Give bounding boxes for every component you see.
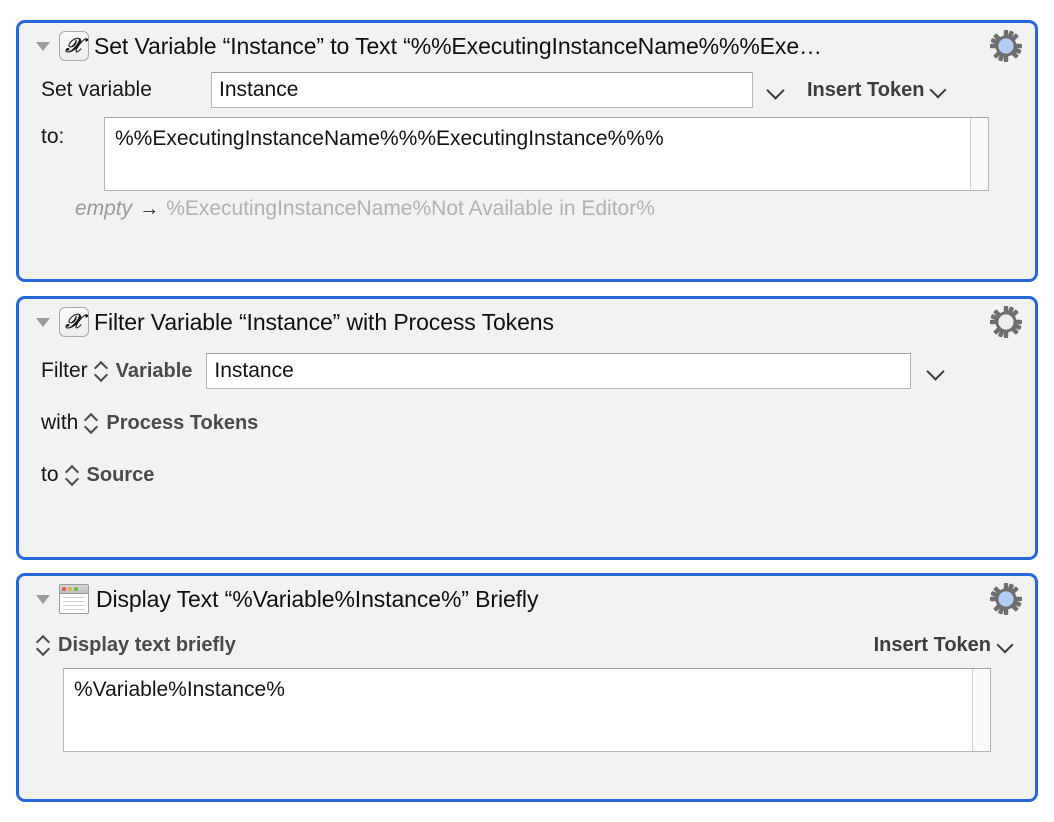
zoom-dot-icon bbox=[74, 587, 78, 591]
preview-empty-label: empty bbox=[75, 197, 133, 220]
updown-chevron-icon[interactable] bbox=[85, 413, 99, 433]
minimize-dot-icon bbox=[68, 587, 72, 591]
filter-to-row: to Source bbox=[19, 449, 1035, 501]
with-prefix-label: with bbox=[41, 411, 79, 434]
window-icon-titlebar bbox=[60, 585, 88, 594]
window-icon[interactable] bbox=[59, 584, 89, 614]
close-dot-icon bbox=[62, 587, 66, 591]
preview-result: %ExecutingInstanceName%Not Available in … bbox=[166, 197, 655, 220]
display-mode-popup[interactable]: Display text briefly bbox=[58, 633, 236, 656]
display-mode-row: Display text briefly Insert Token bbox=[19, 622, 1035, 668]
to-label: to: bbox=[41, 125, 65, 148]
token-preview: empty → %ExecutingInstanceName%Not Avail… bbox=[19, 197, 1035, 221]
filter-prefix-label: Filter bbox=[41, 359, 88, 382]
action-filter-variable[interactable]: 𝒳 Filter Variable “Instance” with Proces… bbox=[16, 296, 1038, 560]
arrow-right-icon: → bbox=[139, 198, 160, 220]
chevron-down-icon bbox=[997, 636, 1015, 654]
filter-destination-popup[interactable]: Source bbox=[86, 463, 155, 486]
filter-variable-row: Filter Variable Instance bbox=[19, 345, 1035, 397]
insert-token-label: Insert Token bbox=[873, 633, 991, 656]
action-set-variable[interactable]: 𝒳 Set Variable “Instance” to Text “%%Exe… bbox=[16, 20, 1038, 282]
action-header[interactable]: 𝒳 Filter Variable “Instance” with Proces… bbox=[19, 299, 1035, 345]
variable-name-input[interactable]: Instance bbox=[211, 72, 753, 108]
set-variable-label: Set variable bbox=[41, 78, 152, 101]
chevron-down-icon[interactable] bbox=[927, 362, 945, 380]
disclosure-triangle-icon[interactable] bbox=[33, 312, 53, 332]
to-text-input[interactable]: %%ExecutingInstanceName%%%ExecutingInsta… bbox=[104, 117, 989, 191]
filter-with-row: with Process Tokens bbox=[19, 397, 1035, 449]
to-text-value: %%ExecutingInstanceName%%%ExecutingInsta… bbox=[115, 127, 664, 150]
display-text-row: %Variable%Instance% bbox=[19, 668, 1035, 768]
filter-operation-popup[interactable]: Process Tokens bbox=[106, 411, 259, 434]
gear-icon[interactable] bbox=[989, 582, 1023, 616]
display-text-value: %Variable%Instance% bbox=[74, 678, 285, 701]
action-header[interactable]: Display Text “%Variable%Instance%” Brief… bbox=[19, 576, 1035, 622]
action-display-text[interactable]: Display Text “%Variable%Instance%” Brief… bbox=[16, 573, 1038, 802]
insert-token-label: Insert Token bbox=[807, 78, 925, 101]
chevron-down-icon bbox=[930, 81, 948, 99]
action-title: Display Text “%Variable%Instance%” Brief… bbox=[96, 585, 539, 612]
action-title: Set Variable “Instance” to Text “%%Execu… bbox=[94, 32, 822, 59]
set-variable-row: Set variable Instance Insert Token bbox=[19, 69, 1035, 111]
script-x-icon[interactable]: 𝒳 bbox=[59, 307, 89, 337]
script-x-icon[interactable]: 𝒳 bbox=[59, 31, 89, 61]
insert-token-button[interactable]: Insert Token bbox=[807, 79, 948, 102]
disclosure-triangle-icon[interactable] bbox=[33, 36, 53, 56]
to-prefix-label: to bbox=[41, 463, 59, 486]
disclosure-triangle-icon[interactable] bbox=[33, 589, 53, 609]
updown-chevron-icon[interactable] bbox=[95, 361, 109, 381]
updown-chevron-icon[interactable] bbox=[66, 465, 80, 485]
gear-icon[interactable] bbox=[989, 305, 1023, 339]
chevron-down-icon[interactable] bbox=[767, 81, 785, 99]
action-header[interactable]: 𝒳 Set Variable “Instance” to Text “%%Exe… bbox=[19, 23, 1035, 69]
gear-icon[interactable] bbox=[989, 29, 1023, 63]
window-icon-lines bbox=[60, 594, 88, 610]
to-text-row: to: %%ExecutingInstanceName%%%ExecutingI… bbox=[19, 111, 1035, 197]
filter-variable-input[interactable]: Instance bbox=[206, 353, 912, 389]
textarea-scroll-gutter[interactable] bbox=[970, 118, 988, 190]
filter-source-popup[interactable]: Variable bbox=[115, 359, 193, 382]
action-title: Filter Variable “Instance” with Process … bbox=[94, 308, 554, 335]
insert-token-button[interactable]: Insert Token bbox=[874, 634, 1015, 657]
textarea-scroll-gutter[interactable] bbox=[972, 669, 990, 751]
updown-chevron-icon[interactable] bbox=[37, 635, 51, 655]
display-text-input[interactable]: %Variable%Instance% bbox=[63, 668, 991, 752]
